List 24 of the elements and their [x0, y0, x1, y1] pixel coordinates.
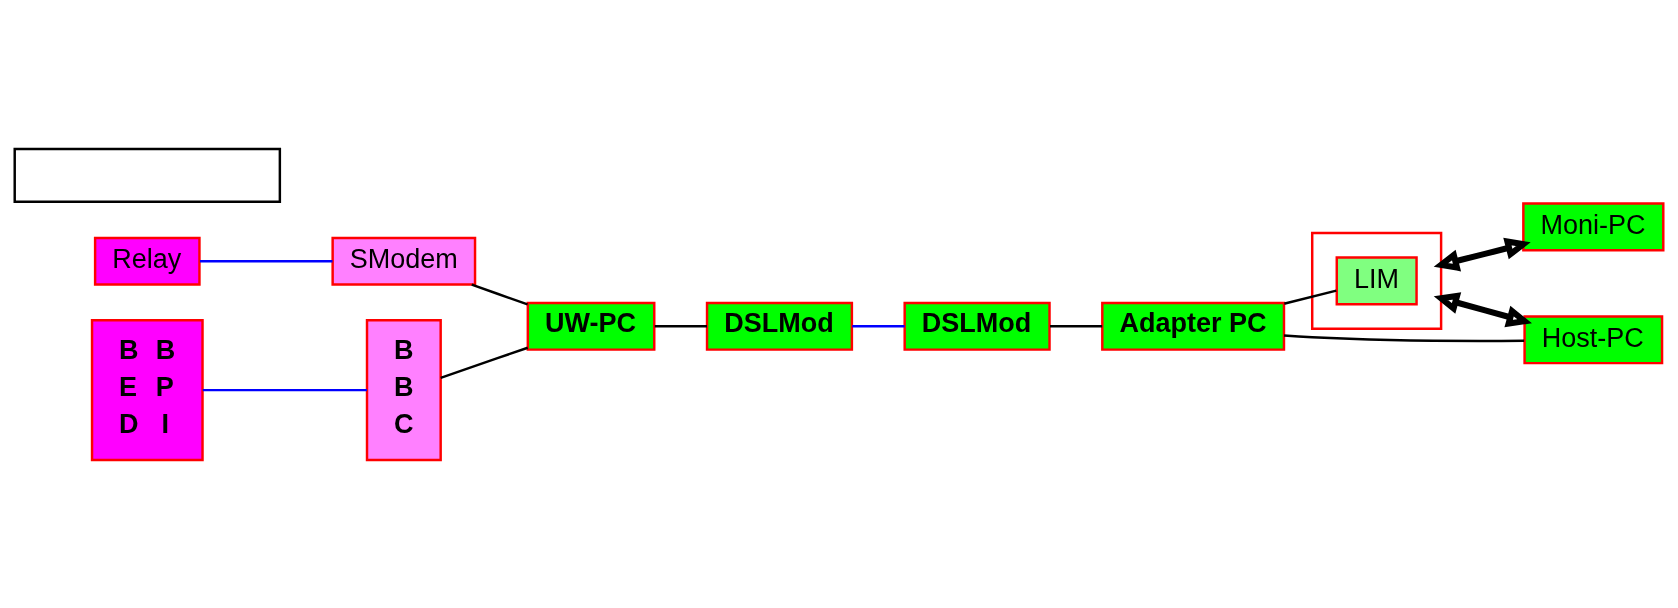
- node-box: SModem: [331, 236, 477, 286]
- node-box: Host-PC: [1523, 314, 1664, 364]
- node-box: DSLMod: [903, 301, 1051, 351]
- connector: [852, 324, 905, 328]
- node-box: Relay: [93, 236, 201, 286]
- connector: [654, 324, 707, 328]
- arrow: [1433, 291, 1532, 327]
- connector: [199, 259, 333, 262]
- node-box: [13, 147, 282, 203]
- node-box: B E D B P I: [90, 318, 204, 461]
- connector: [1284, 289, 1337, 305]
- node-box: LIM: [1335, 255, 1418, 305]
- node-box: B B C: [365, 318, 442, 461]
- connector: [202, 388, 367, 391]
- node-box: Adapter PC: [1101, 301, 1286, 351]
- connector: [471, 283, 528, 305]
- connector: [1283, 333, 1525, 342]
- node-box: Moni-PC: [1522, 201, 1665, 251]
- arrow: [1433, 237, 1531, 271]
- connector: [1050, 324, 1103, 328]
- cluster: [1311, 231, 1443, 330]
- node-box: UW-PC: [526, 301, 656, 351]
- node-box: DSLMod: [705, 301, 854, 351]
- connector: [440, 346, 529, 379]
